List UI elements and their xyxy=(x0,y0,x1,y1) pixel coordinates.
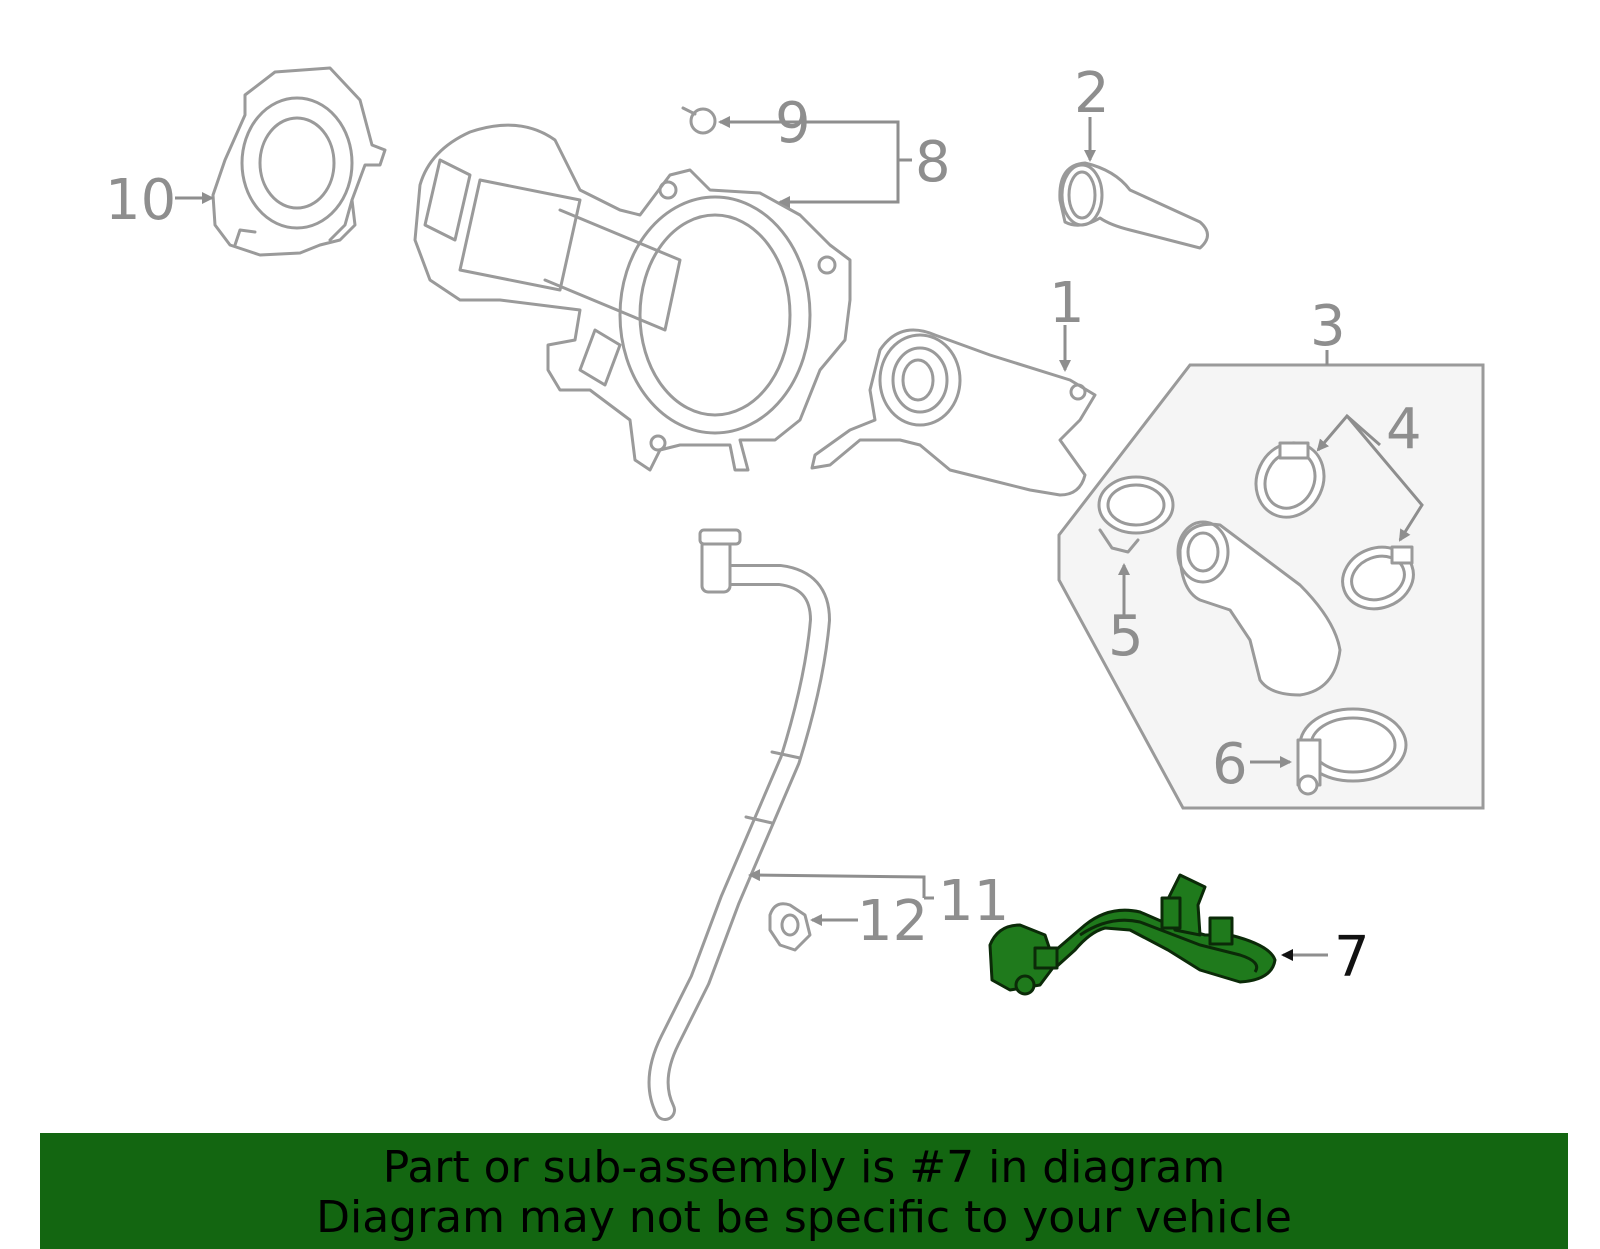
callout-2: 2 xyxy=(1074,61,1110,126)
part-12-clip[interactable] xyxy=(768,902,812,952)
leader-lines xyxy=(175,116,1424,961)
callout-12: 12 xyxy=(857,889,928,954)
part-1-filler-head[interactable] xyxy=(810,328,1097,497)
info-banner: Part or sub-assembly is #7 in diagram Di… xyxy=(40,1133,1568,1249)
part-3-hose[interactable] xyxy=(1176,520,1342,697)
callout-11: 11 xyxy=(938,869,1009,934)
callout-labels: 1 2 3 4 5 6 7 8 9 10 11 12 xyxy=(105,61,1422,990)
callout-3: 3 xyxy=(1310,294,1346,359)
banner-line-1: Part or sub-assembly is #7 in diagram xyxy=(382,1142,1226,1193)
callout-1: 1 xyxy=(1049,271,1085,336)
callout-6: 6 xyxy=(1212,732,1248,797)
callout-8: 8 xyxy=(915,130,951,195)
part-4-clamp-lower[interactable] xyxy=(1334,537,1422,618)
part-5-clamp[interactable] xyxy=(1097,475,1175,554)
banner-line-2: Diagram may not be specific to your vehi… xyxy=(316,1192,1292,1243)
part-8-fuel-door-housing[interactable] xyxy=(413,123,852,472)
part-9-clip[interactable] xyxy=(681,106,717,135)
part-10-cover[interactable] xyxy=(211,66,387,257)
part-6-clamp[interactable] xyxy=(1296,707,1408,796)
part-2-tube[interactable] xyxy=(1058,161,1209,250)
callout-5: 5 xyxy=(1108,604,1144,669)
part-4-clamp-upper[interactable] xyxy=(1244,432,1336,529)
callout-10: 10 xyxy=(105,168,176,233)
callout-4: 4 xyxy=(1386,397,1422,462)
part-7-highlighted-tube[interactable] xyxy=(988,873,1277,996)
callout-9: 9 xyxy=(775,91,811,156)
callout-7: 7 xyxy=(1334,925,1370,990)
part-11-vent-line[interactable] xyxy=(647,528,831,1121)
